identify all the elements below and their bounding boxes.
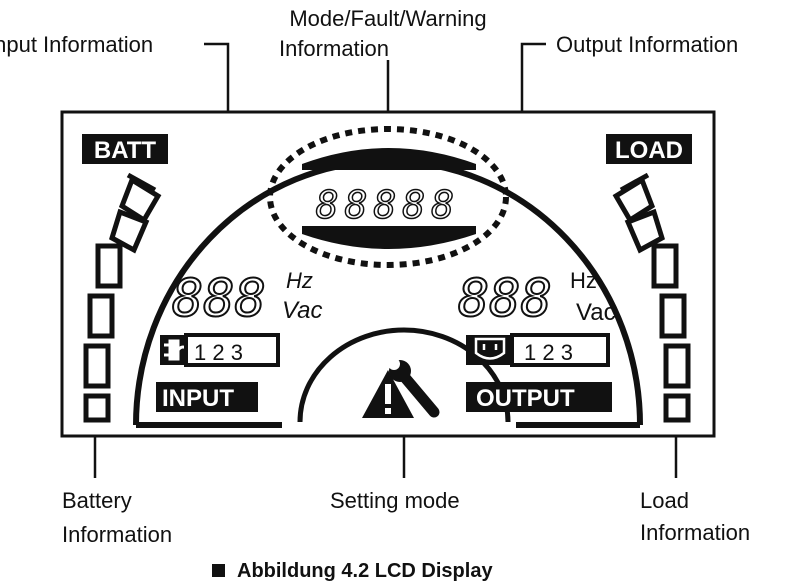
output-phase-box	[510, 333, 610, 367]
input-digits: 888	[172, 269, 266, 329]
load-label: Load	[640, 488, 689, 513]
battery-bar-6	[109, 208, 150, 254]
load-bar-5	[651, 243, 679, 289]
mode-oval	[267, 126, 509, 268]
plug-icon	[164, 339, 190, 361]
mode-bar-top	[302, 148, 476, 170]
batt-badge: BATT	[94, 137, 157, 164]
mode-information-label: Information	[278, 36, 390, 61]
load-badge-bg	[606, 134, 692, 164]
output-badge: OUTPUT	[476, 385, 575, 412]
load-bar-3	[663, 343, 691, 389]
setting-mode-label: Setting mode	[330, 488, 460, 513]
input-hz-unit: Hz	[286, 268, 313, 293]
load-bar-7	[612, 176, 656, 224]
output-digits: 888	[458, 269, 552, 329]
caption-square-icon	[212, 564, 225, 577]
battery-label: Battery	[62, 488, 132, 513]
battery-bar-4	[87, 293, 115, 339]
setting-arch	[297, 327, 511, 423]
mode-segment-chars: 88888	[316, 183, 460, 227]
load-bar-6	[624, 208, 665, 254]
load-bar-4	[659, 293, 687, 339]
load-bar-2	[663, 393, 691, 423]
input-badge: INPUT	[162, 385, 234, 412]
input-information-label: Input Information	[0, 32, 154, 57]
output-phase-numbers: 1 2 3	[524, 340, 573, 365]
load-badge: LOAD	[615, 137, 683, 164]
output-vac-unit: Vac	[576, 299, 616, 326]
load-bars	[612, 172, 691, 423]
wrench-icon	[388, 358, 440, 418]
output-badge-bg	[466, 382, 612, 412]
input-phase-numbers: 1 2 3	[194, 340, 243, 365]
caption-text: Abbildung 4.2 LCD Display	[237, 560, 493, 582]
battery-information-label: Information	[62, 522, 173, 547]
mode-fault-warning-label: Mode/Fault/Warning	[289, 6, 487, 31]
load-information-label: Information	[640, 520, 751, 545]
battery-bar-2	[83, 393, 111, 423]
warning-icon	[362, 370, 414, 418]
battery-bar-7	[118, 176, 162, 224]
battery-bar-5	[95, 243, 123, 289]
output-hz-unit: Hz	[570, 268, 597, 293]
battery-bar-3	[83, 343, 111, 389]
socket-icon	[474, 337, 506, 360]
output-information-label: Output Information	[556, 32, 739, 57]
battery-bars	[83, 172, 162, 423]
input-badge-bg	[156, 382, 258, 412]
input-vac-unit: Vac	[282, 297, 322, 324]
mode-bar-bottom	[302, 226, 476, 249]
figure-caption: Abbildung 4.2 LCD Display	[212, 560, 493, 583]
batt-badge-bg	[82, 134, 168, 164]
input-phase-box	[184, 333, 280, 367]
